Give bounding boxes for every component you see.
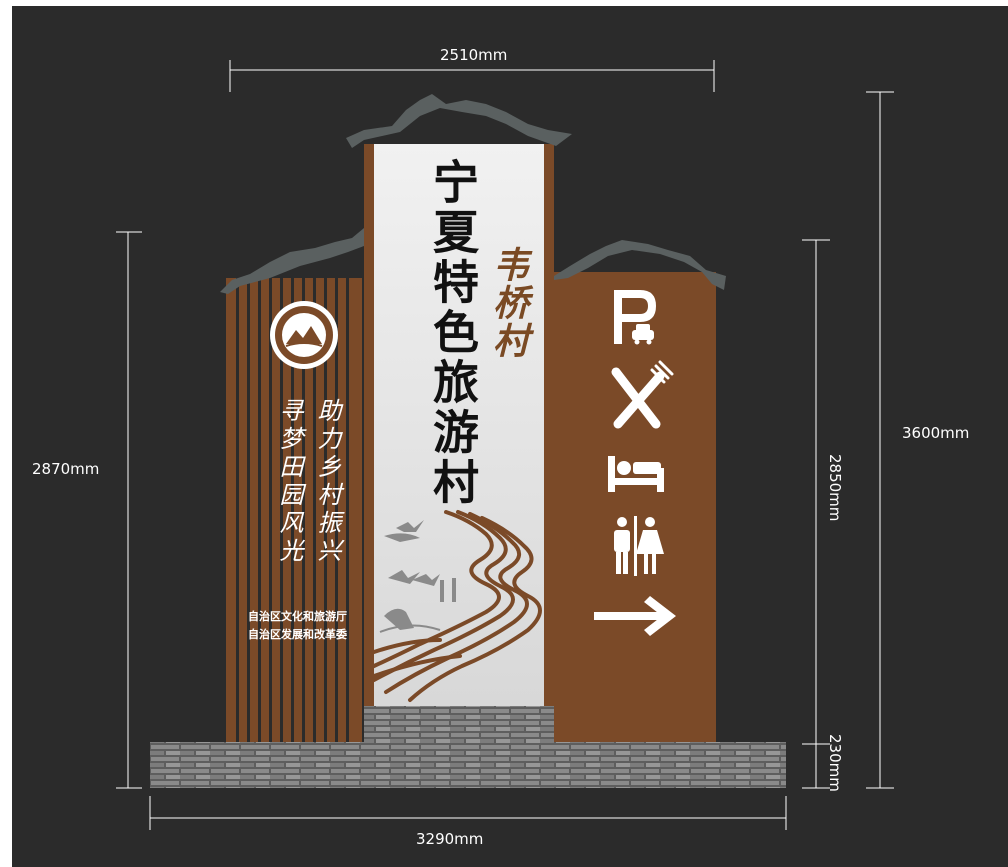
- right-roof: [554, 240, 726, 290]
- brick-base: [150, 706, 786, 788]
- canvas: 2510mm 3290mm 2870mm 3600mm 2850mm 230mm…: [12, 6, 1008, 867]
- slogan-left: 寻梦田园风光: [275, 398, 303, 566]
- lodging-icon: [608, 456, 664, 492]
- left-panel: [220, 228, 364, 744]
- dimension-lines: [116, 60, 894, 830]
- bottom-width-label: 3290mm: [416, 830, 484, 848]
- right-panel-height-label: 2850mm: [826, 454, 844, 522]
- parking-icon: [614, 290, 656, 345]
- total-height-label: 3600mm: [902, 424, 970, 442]
- center-roof: [346, 94, 572, 148]
- left-height-label: 2870mm: [32, 460, 100, 478]
- slogan-right: 助力乡村振兴: [313, 398, 341, 566]
- base-height-label: 230mm: [826, 734, 844, 792]
- left-roof: [220, 228, 364, 294]
- main-title: 宁夏特色旅游村: [426, 158, 480, 508]
- river-landscape-art: [372, 510, 542, 702]
- restroom-icon: [614, 516, 664, 576]
- center-panel: [346, 94, 572, 706]
- birds-and-figures-art: [379, 520, 456, 633]
- organization-line-1: 自治区文化和旅游厅: [248, 610, 347, 623]
- village-name: 韦桥村: [487, 246, 529, 360]
- right-panel: [554, 240, 726, 744]
- vertical-slats: [236, 278, 349, 744]
- organization-line-2: 自治区发展和改革委: [248, 628, 347, 641]
- top-width-label: 2510mm: [440, 46, 508, 64]
- signboard-drawing: [116, 60, 894, 830]
- emblem-logo: [270, 301, 338, 369]
- arrow-right-icon: [594, 596, 676, 636]
- dining-icon: [611, 360, 674, 429]
